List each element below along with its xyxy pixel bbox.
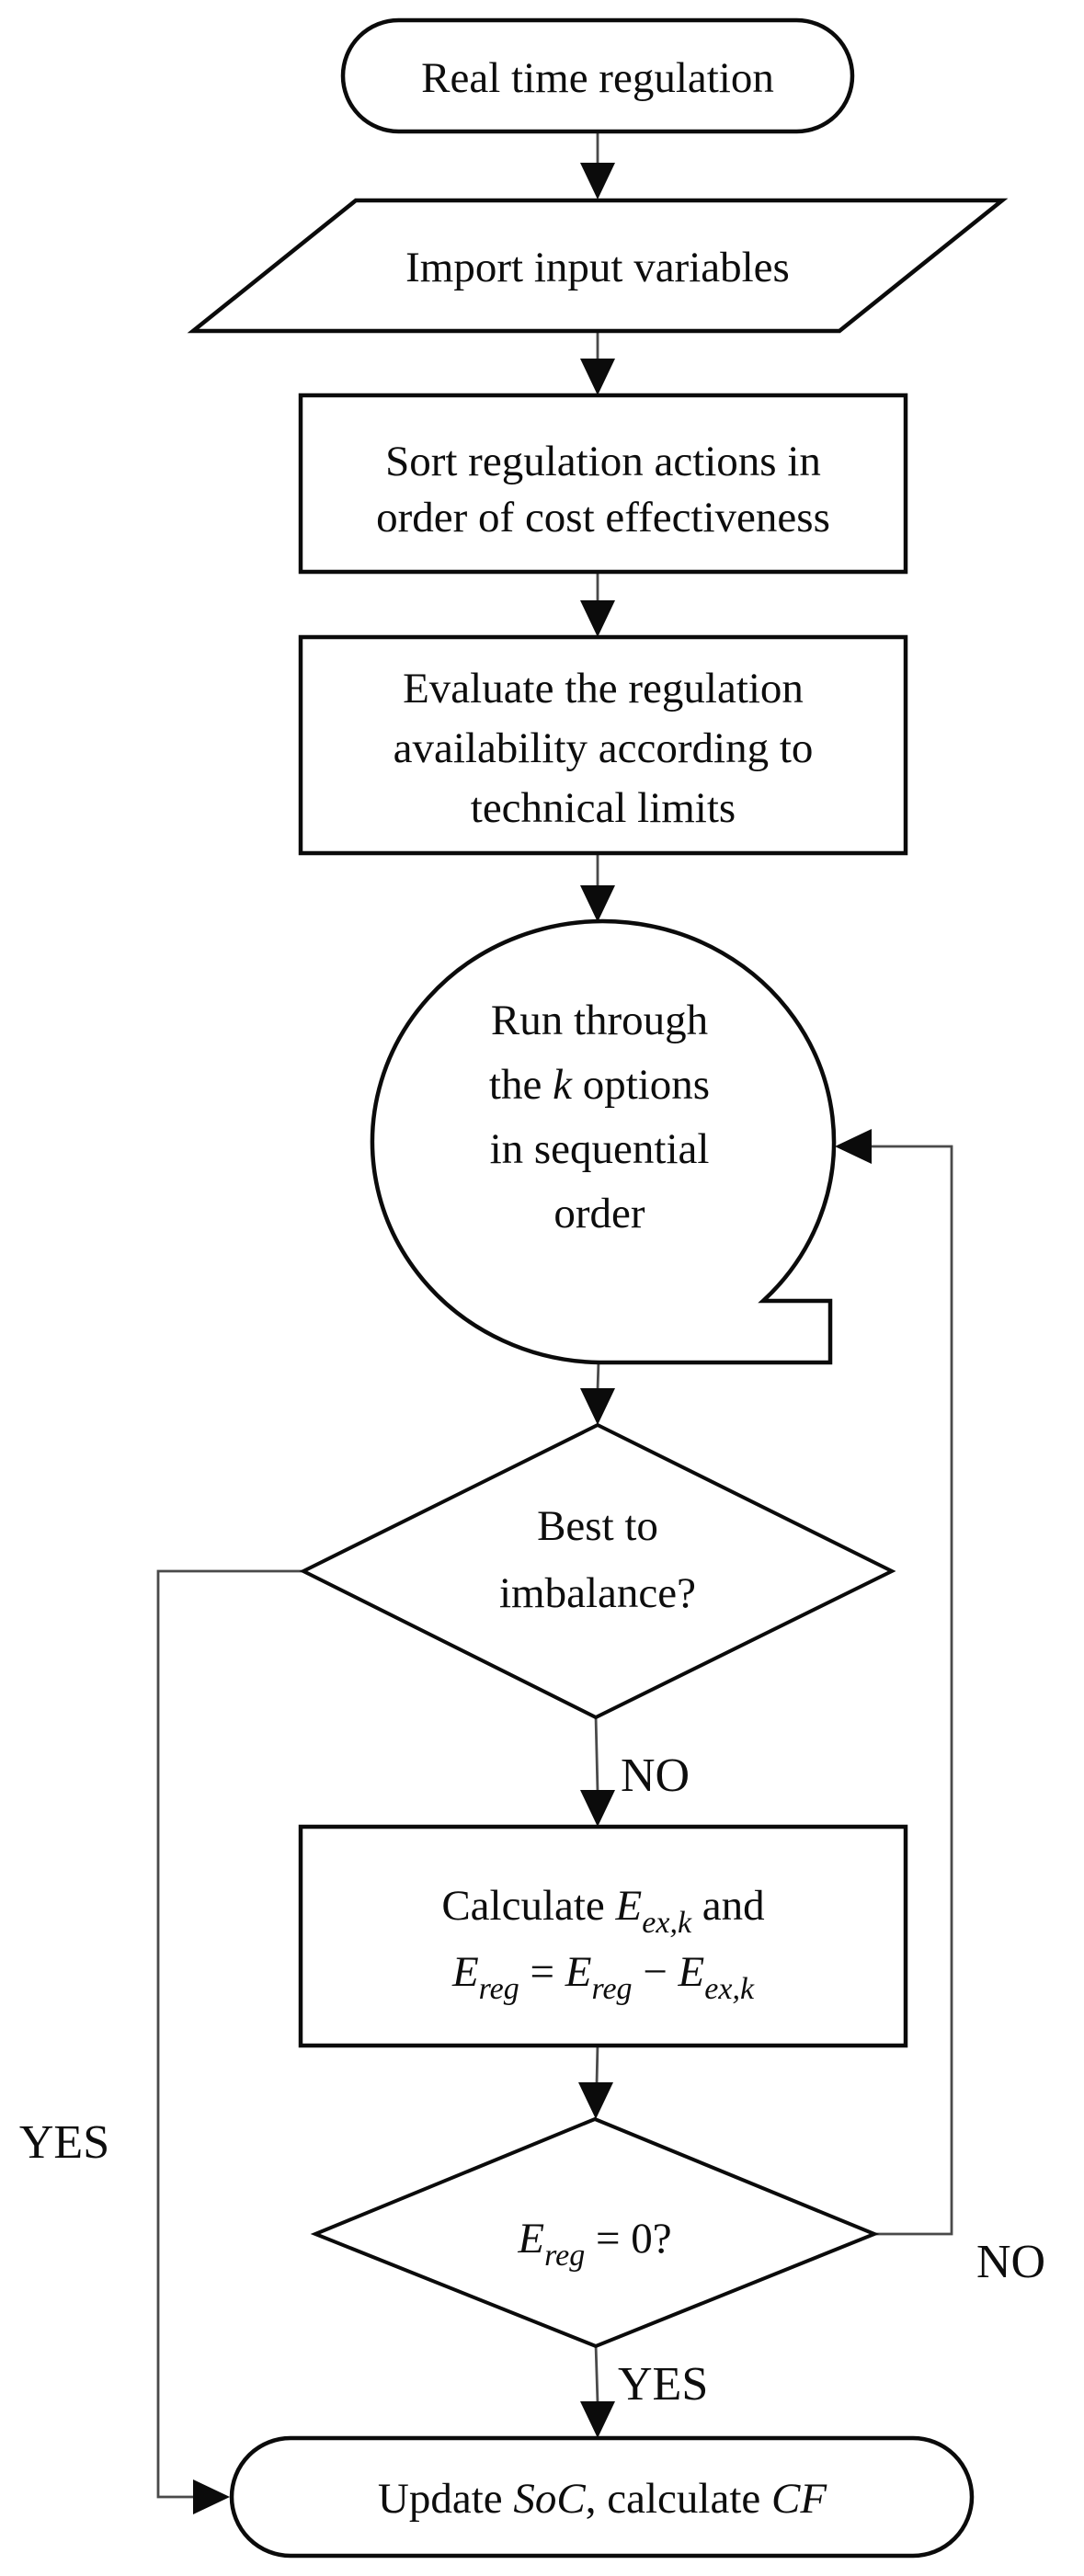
- decision-ereg-zero: [310, 2116, 880, 2349]
- evaluate-label-line3: technical limits: [471, 784, 736, 832]
- import-parallelogram: [187, 198, 1009, 334]
- connector-decision1-no-to-calc: [580, 1715, 615, 1827]
- label-yes-down: YES: [618, 2358, 708, 2411]
- arrowhead-down-icon: [580, 885, 615, 922]
- calc-var-e4: E: [678, 1948, 705, 1996]
- connector-decision2-no-to-loop: [835, 1129, 953, 2236]
- connector-decision2-yes-to-end: [580, 2343, 615, 2438]
- end-middle: , calculate: [586, 2475, 771, 2523]
- arrowhead-down-icon: [580, 1388, 615, 1425]
- end-var-soc: SoC: [513, 2475, 586, 2523]
- connector-evaluate-to-loop: [580, 851, 615, 922]
- calc-var-e1: E: [615, 1882, 643, 1930]
- loop-line2-post: options: [572, 1061, 710, 1109]
- connector-loop-to-decision1: [580, 1360, 615, 1425]
- arrowhead-right-icon: [193, 2479, 230, 2514]
- label-no-right: NO: [976, 2236, 1045, 2288]
- calc-label-line2: Ereg = Ereg − Eex,k: [451, 1948, 755, 2006]
- arrowhead-left-icon: [835, 1129, 872, 1164]
- connector-sort-to-evaluate: [580, 570, 615, 637]
- loop-label-line2: the k options: [489, 1061, 710, 1109]
- arrowhead-down-icon: [580, 163, 615, 199]
- label-no-down: NO: [621, 1750, 690, 1802]
- calc-var-e2: E: [451, 1948, 479, 1996]
- end-var-cf: CF: [771, 2475, 827, 2523]
- evaluate-label-line1: Evaluate the regulation: [403, 665, 804, 712]
- loop-label-line1: Run through: [491, 997, 708, 1044]
- calc-prefix: Calculate: [441, 1882, 615, 1930]
- decision2-label: Ereg = 0?: [517, 2215, 671, 2273]
- calc-eq: =: [519, 1948, 565, 1996]
- decision-best-to-imbalance: [299, 1422, 896, 1720]
- start-label: Real time regulation: [421, 54, 774, 102]
- connector-decision1-yes-to-end: [156, 1569, 303, 2514]
- sort-label-line1: Sort regulation actions in: [385, 438, 821, 485]
- arrowhead-down-icon: [580, 1790, 615, 1827]
- end-label: Update SoC, calculate CF: [378, 2475, 827, 2523]
- calc-sub2: reg: [479, 1972, 519, 2006]
- decision2-rest: = 0?: [585, 2215, 671, 2263]
- loop-symbol: [370, 918, 837, 1365]
- loop-var-k: k: [553, 1061, 573, 1109]
- connector-calc-to-decision2: [578, 2043, 613, 2119]
- calc-sub4: ex,k: [704, 1972, 755, 2006]
- loop-line2-pre: the: [489, 1061, 553, 1109]
- calc-label-line1: Calculate Eex,k and: [441, 1882, 764, 1940]
- loop-label-line4: order: [553, 1190, 645, 1237]
- calc-var-e3: E: [565, 1948, 592, 1996]
- evaluate-process: [298, 634, 908, 856]
- sort-process: [298, 393, 908, 575]
- calc-suffix: and: [691, 1882, 765, 1930]
- calc-process: [298, 1824, 908, 2048]
- arrowhead-down-icon: [580, 359, 615, 395]
- label-yes-left: YES: [19, 2116, 109, 2169]
- import-label: Import input variables: [405, 244, 790, 291]
- arrowhead-down-icon: [580, 2401, 615, 2438]
- calc-sub3: reg: [591, 1972, 632, 2006]
- calc-minus: −: [633, 1948, 679, 1996]
- end-prefix: Update: [378, 2475, 513, 2523]
- arrowhead-down-icon: [578, 2082, 613, 2119]
- decision2-var-e: E: [517, 2215, 544, 2263]
- evaluate-label-line2: availability according to: [394, 724, 814, 772]
- end-terminator: [229, 2435, 975, 2559]
- loop-label-line3: in sequential: [490, 1125, 710, 1173]
- connector-start-to-import: [580, 129, 615, 199]
- decision1-label-line2: imbalance?: [499, 1569, 696, 1617]
- connector-import-to-sort: [580, 329, 615, 395]
- sort-label-line2: order of cost effectiveness: [376, 494, 830, 541]
- calc-sub1: ex,k: [642, 1906, 692, 1940]
- start-terminator: [340, 17, 855, 134]
- decision1-label-line1: Best to: [537, 1502, 658, 1550]
- decision2-sub: reg: [544, 2239, 585, 2273]
- arrowhead-down-icon: [580, 600, 615, 637]
